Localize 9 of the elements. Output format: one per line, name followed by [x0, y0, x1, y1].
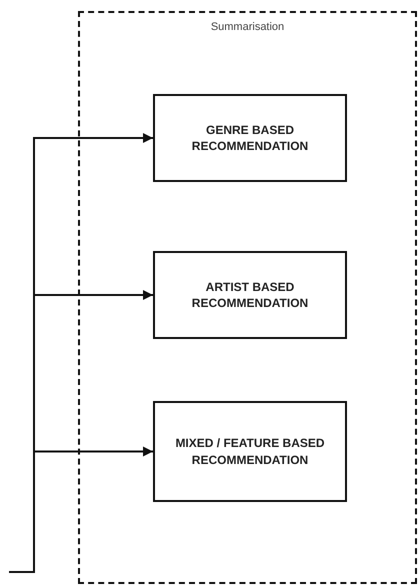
process-box	[153, 94, 347, 182]
box-label: ARTIST BASED RECOMMENDATION	[190, 278, 310, 312]
process-box	[153, 251, 347, 339]
box-label: MIXED / FEATURE BASED RECOMMENDATION	[174, 435, 326, 468]
dashed-group-box	[78, 11, 417, 584]
arrow	[9, 446, 153, 573]
group-title: Summarisation	[210, 21, 284, 33]
box-label: GENRE BASED RECOMMENDATION	[190, 122, 310, 154]
process-box	[153, 401, 347, 502]
